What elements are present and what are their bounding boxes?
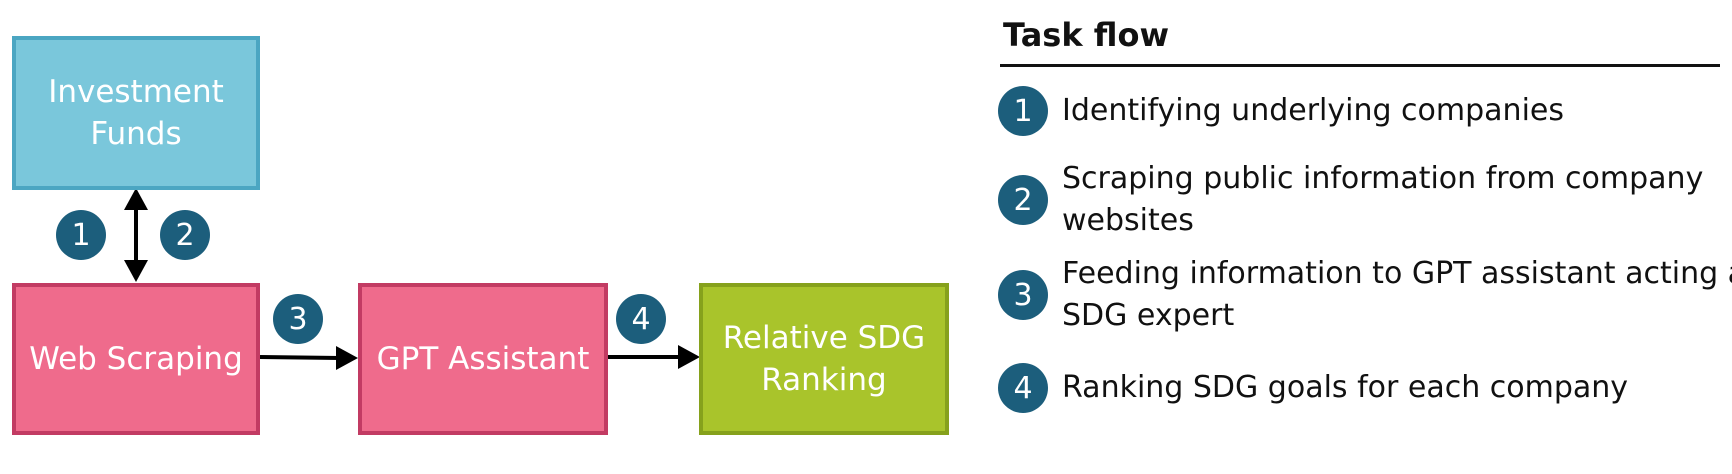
web-scraping-box: Web Scraping	[12, 283, 260, 435]
legend-item-4: 4 Ranking SDG goals for each company	[998, 363, 1732, 413]
arrowhead-down	[124, 260, 148, 282]
legend-item-1: 1 Identifying underlying companies	[998, 86, 1732, 136]
legend-title: Task flow	[1003, 16, 1170, 54]
step-badge-3: 3	[273, 294, 323, 344]
arrowhead-up	[124, 188, 148, 210]
gpt-assistant-label: GPT Assistant	[376, 341, 590, 377]
investment-funds-box: Investment Funds	[12, 36, 260, 190]
arrowhead-gpt	[336, 346, 358, 370]
investment-funds-label: Investment Funds	[48, 74, 224, 152]
relative-sdg-ranking-label: Relative SDG Ranking	[722, 320, 926, 398]
step-badge-2: 2	[160, 210, 210, 260]
gpt-assistant-box: GPT Assistant	[358, 283, 608, 435]
web-scraping-label: Web Scraping	[29, 341, 243, 377]
legend-divider	[1000, 64, 1720, 67]
legend-text-1: Identifying underlying companies	[1062, 93, 1564, 128]
legend-text-3: Feeding information to GPT assistant act…	[1062, 256, 1732, 333]
legend-badge-3: 3	[998, 270, 1048, 320]
legend-badge-1: 1	[998, 86, 1048, 136]
legend-item-2: 2 Scraping public information from compa…	[998, 158, 1732, 242]
step-badge-1: 1	[56, 210, 106, 260]
legend-text-4: Ranking SDG goals for each company	[1062, 370, 1629, 405]
legend-badge-4: 4	[998, 363, 1048, 413]
legend-item-3: 3 Feeding information to GPT assistant a…	[998, 253, 1732, 337]
arrow-scraping-gpt	[259, 355, 341, 360]
arrowhead-ranking	[678, 345, 700, 369]
step-badge-4: 4	[616, 294, 666, 344]
relative-sdg-ranking-box: Relative SDG Ranking	[699, 283, 949, 435]
legend-badge-2: 2	[998, 175, 1048, 225]
legend-text-2: Scraping public information from company…	[1062, 161, 1704, 238]
